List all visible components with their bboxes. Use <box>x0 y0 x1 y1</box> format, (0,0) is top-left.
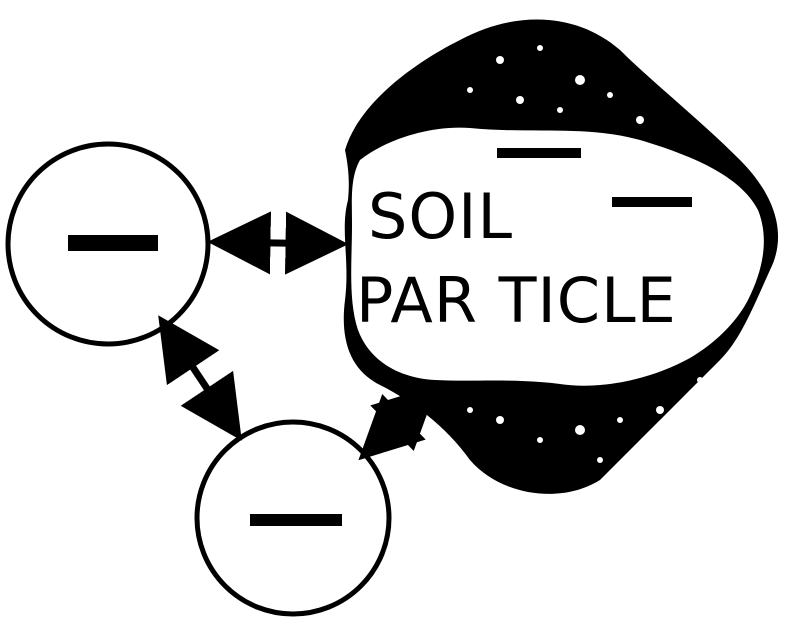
arrow-ion-left-to-ion-bottom <box>158 315 242 441</box>
ion-bottom <box>194 419 392 617</box>
particle-label-line1: SOIL <box>368 180 513 253</box>
arrow-ion-left-to-particle <box>207 211 349 275</box>
particle-label-line2: PAR TICLE <box>356 264 677 337</box>
arrow-ion-bottom-to-particle <box>358 384 438 461</box>
ion-left <box>5 141 211 347</box>
soil-particle-interior <box>351 127 764 386</box>
particle-charge-top <box>497 148 581 158</box>
ion-bottom-charge <box>250 514 342 526</box>
ion-left-charge <box>68 235 158 251</box>
arrows <box>158 211 438 461</box>
soil-particle-texture <box>467 45 703 463</box>
particle-charge-right <box>612 197 692 207</box>
soil-particle: SOIL PAR TICLE <box>343 19 779 494</box>
